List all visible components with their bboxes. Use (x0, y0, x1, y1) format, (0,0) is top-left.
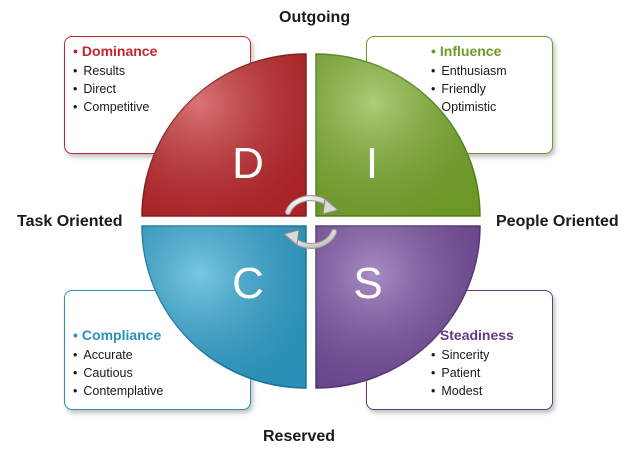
list-item: Sincerity (431, 346, 514, 364)
quadrant-d-letter: D (232, 139, 264, 188)
dominance-list: Results Direct Competitive (73, 62, 242, 116)
list-item: Optimistic (431, 98, 507, 116)
steadiness-title-text: Steadiness (439, 327, 514, 343)
list-item: Cautious (73, 364, 163, 382)
list-item: Modest (431, 382, 514, 400)
list-item: Patient (431, 364, 514, 382)
rotation-arrows-icon (282, 195, 340, 249)
influence-title-text: Influence (439, 43, 502, 59)
compliance-title: •Compliance (73, 327, 162, 343)
compliance-title-text: Compliance (81, 327, 162, 343)
axis-label-left: Task Oriented (17, 213, 123, 230)
axis-label-bottom: Reserved (263, 428, 336, 445)
compliance-list: Accurate Cautious Contemplative (73, 346, 163, 400)
list-item: Enthusiasm (431, 62, 506, 80)
dominance-title-text: Dominance (81, 43, 158, 59)
list-item: Competitive (73, 98, 242, 116)
list-item: Accurate (73, 346, 163, 364)
influence-title: •Influence (431, 43, 502, 59)
quadrant-s: S (315, 225, 481, 389)
list-item: Results (73, 62, 242, 80)
quadrant-s-letter: S (353, 259, 382, 308)
list-item: Friendly (431, 80, 507, 98)
influence-list: Enthusiasm Friendly Optimistic (431, 62, 507, 116)
list-item: Contemplative (73, 382, 163, 400)
dominance-title: •Dominance (73, 43, 158, 59)
quadrant-c: C (141, 225, 307, 389)
quadrant-i: I (315, 53, 481, 217)
axis-label-right: People Oriented (496, 213, 619, 230)
quadrant-d: D (141, 53, 307, 217)
steadiness-list: Sincerity Patient Modest (431, 346, 514, 400)
quadrant-i-letter: I (366, 139, 378, 188)
quadrant-c-letter: C (232, 259, 264, 308)
list-item: Direct (73, 80, 242, 98)
axis-label-top: Outgoing (279, 9, 351, 26)
